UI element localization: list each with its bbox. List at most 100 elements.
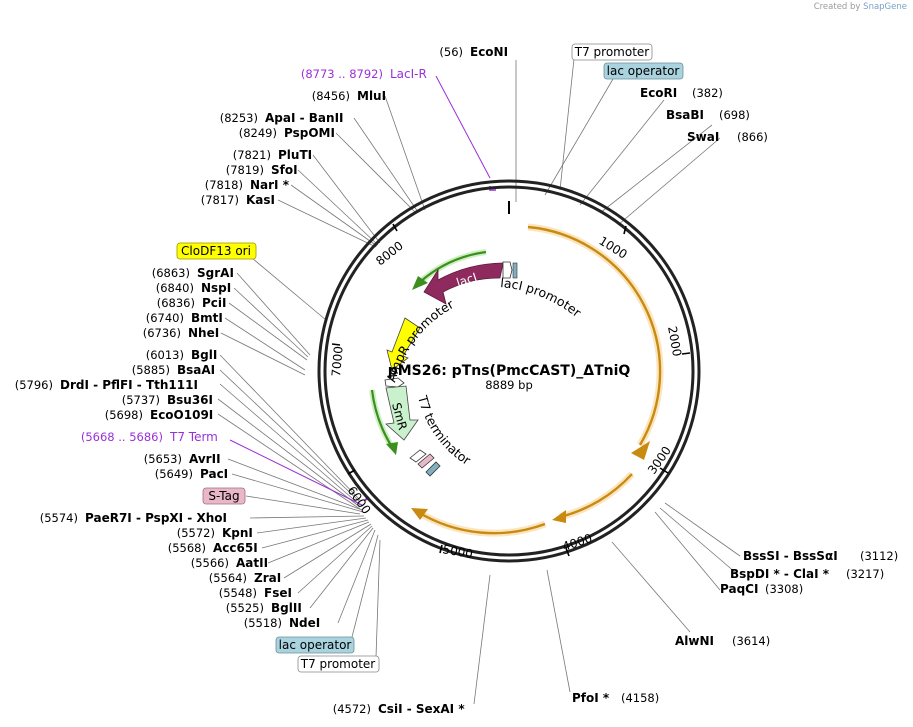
svg-text:T7 promoter: T7 promoter: [574, 45, 650, 59]
svg-text:(5566): (5566): [191, 556, 229, 570]
site-sfoi[interactable]: (7819) SfoI: [226, 163, 298, 177]
svg-text:PciI: PciI: [202, 296, 227, 310]
svg-text:BspDI * - ClaI *: BspDI * - ClaI *: [730, 567, 830, 581]
site-pfoi[interactable]: PfoI * (4158): [572, 691, 659, 705]
svg-text:AlwNI: AlwNI: [675, 634, 714, 648]
svg-text:PluTI: PluTI: [278, 148, 312, 162]
svg-text:BmtI: BmtI: [191, 311, 223, 325]
site-paci[interactable]: (5649) PacI: [155, 467, 228, 481]
site-ecoo109i[interactable]: (5698) EcoO109I: [105, 408, 214, 422]
site-acc65i[interactable]: (5568) Acc65I: [168, 541, 258, 555]
svg-text:NspI: NspI: [201, 281, 231, 295]
svg-text:(5525): (5525): [226, 601, 264, 615]
svg-text:(866): (866): [737, 130, 768, 144]
ruler-label-7000: 7000: [329, 346, 346, 378]
site-avrii[interactable]: (5653) AvrII: [144, 452, 221, 466]
site-ndei[interactable]: (5518) NdeI: [244, 616, 321, 630]
site-nari[interactable]: (7818) NarI *: [205, 178, 290, 192]
smr-label: SmR: [389, 401, 410, 431]
svg-text:SwaI: SwaI: [687, 130, 719, 144]
t7-terminator-glyph: [409, 449, 427, 463]
site-paqci[interactable]: PaqCI (3308): [720, 582, 803, 596]
site-bglii[interactable]: (5525) BglII: [226, 601, 302, 615]
green-arrow-2: [370, 389, 393, 448]
smr-feature[interactable]: [385, 385, 419, 441]
svg-text:(56): (56): [439, 45, 463, 59]
svg-text:(5564): (5564): [209, 571, 247, 585]
site-pspomi[interactable]: (8249) PspOMI: [239, 126, 335, 140]
svg-text:LacI-R: LacI-R: [390, 67, 427, 81]
svg-text:(5737): (5737): [122, 393, 160, 407]
site-bsaai[interactable]: (5885) BsaAI: [132, 363, 215, 377]
orange-arc-1-arrowhead: [631, 441, 650, 460]
svg-text:PspOMI: PspOMI: [284, 126, 335, 140]
svg-text:(6740): (6740): [146, 311, 184, 325]
svg-text:BsaBI: BsaBI: [666, 108, 704, 122]
boxed-label-clodf13-ori[interactable]: CloDF13 ori: [176, 242, 257, 260]
svg-text:Acc65I: Acc65I: [213, 541, 258, 555]
site-kpni[interactable]: (5572) KpnI: [177, 526, 253, 540]
boxed-label-stag[interactable]: S-Tag: [202, 487, 246, 505]
site-apai[interactable]: (8253) ApaI - BanII: [220, 111, 344, 125]
ruler-label-2000: 2000: [665, 325, 684, 358]
boxed-label-lac-operator-bottom[interactable]: lac operator: [275, 636, 355, 654]
site-csii[interactable]: (4572) CsiI - SexAI *: [333, 702, 466, 716]
credit-prefix: Created by: [813, 2, 861, 12]
site-fsei[interactable]: (5548) FseI: [219, 586, 292, 600]
site-bspdi[interactable]: BspDI * - ClaI * (3217): [730, 567, 884, 581]
site-nhei[interactable]: (6736) NheI: [143, 326, 219, 340]
svg-text:(5649): (5649): [155, 467, 193, 481]
plasmid-size: 8889 bp: [485, 378, 533, 392]
site-drdi[interactable]: (5796) DrdI - PflFI - Tth111I: [15, 378, 198, 392]
svg-text:(5572): (5572): [177, 526, 215, 540]
site-leader-lines: [217, 58, 741, 705]
site-kasi[interactable]: (7817) KasI: [201, 193, 275, 207]
svg-text:(3308): (3308): [765, 582, 803, 596]
site-swai[interactable]: SwaI (866): [687, 130, 768, 144]
svg-text:CsiI - SexAI *: CsiI - SexAI *: [378, 702, 465, 716]
site-bgli[interactable]: (6013) BglI: [146, 348, 218, 362]
lacI-r-primer-leader: [435, 75, 491, 179]
svg-text:(5698): (5698): [105, 408, 143, 422]
svg-text:(7819): (7819): [226, 163, 264, 177]
site-paer7i[interactable]: (5574) PaeR7I - PspXI - XhoI: [40, 511, 227, 525]
svg-text:EcoO109I: EcoO109I: [150, 408, 213, 422]
boxed-label-t7-promoter-bottom[interactable]: T7 promoter: [297, 655, 380, 673]
site-aatii[interactable]: (5566) AatII: [191, 556, 268, 570]
svg-text:lac operator: lac operator: [607, 64, 680, 78]
svg-text:(5668 .. 5686): (5668 .. 5686): [81, 430, 163, 444]
site-sgrai[interactable]: (6863) SgrAI: [152, 266, 234, 280]
svg-text:(7817): (7817): [201, 193, 239, 207]
ruler-label-4000: 4000: [561, 531, 594, 554]
clodf13-ori-feature[interactable]: [386, 317, 421, 371]
svg-text:BglII: BglII: [271, 601, 302, 615]
lacI-promoter-label: lacI promoter: [500, 275, 585, 321]
site-bsabi[interactable]: BsaBI (698): [666, 108, 750, 122]
boxed-label-lac-operator-top[interactable]: lac operator: [603, 62, 684, 80]
svg-text:NdeI: NdeI: [289, 616, 320, 630]
svg-text:(8456): (8456): [312, 89, 350, 103]
svg-text:(7821): (7821): [233, 148, 271, 162]
site-nspi[interactable]: (6840) NspI: [156, 281, 232, 295]
primer-lacI-r[interactable]: (8773 .. 8792) LacI-R: [301, 67, 427, 81]
svg-text:NheI: NheI: [188, 326, 219, 340]
site-econi[interactable]: (56) EcoNI: [439, 45, 508, 59]
svg-text:AatII: AatII: [236, 556, 268, 570]
lacI-feature[interactable]: [423, 262, 504, 305]
svg-text:(382): (382): [692, 86, 723, 100]
svg-text:(3217): (3217): [846, 567, 884, 581]
svg-text:(8249): (8249): [239, 126, 277, 140]
boxed-label-t7-promoter-top[interactable]: T7 promoter: [571, 43, 653, 61]
site-zrai[interactable]: (5564) ZraI: [209, 571, 281, 585]
site-pcii[interactable]: (6836) PciI: [157, 296, 227, 310]
site-bsu36i[interactable]: (5737) Bsu36I: [122, 393, 213, 407]
site-ecori[interactable]: EcoRI (382): [640, 86, 723, 100]
lacI-promoter-glyph: [502, 261, 513, 279]
site-bsssi[interactable]: BssSI - BssSαI (3112): [743, 549, 898, 563]
site-pluti[interactable]: (7821) PluTI: [233, 148, 312, 162]
svg-text:lac operator: lac operator: [279, 638, 352, 652]
site-alwni[interactable]: AlwNI (3614): [675, 634, 770, 648]
site-mlui[interactable]: (8456) MluI: [312, 89, 386, 103]
site-bmti[interactable]: (6740) BmtI: [146, 311, 223, 325]
primer-t7-term[interactable]: (5668 .. 5686) T7 Term: [81, 430, 218, 444]
